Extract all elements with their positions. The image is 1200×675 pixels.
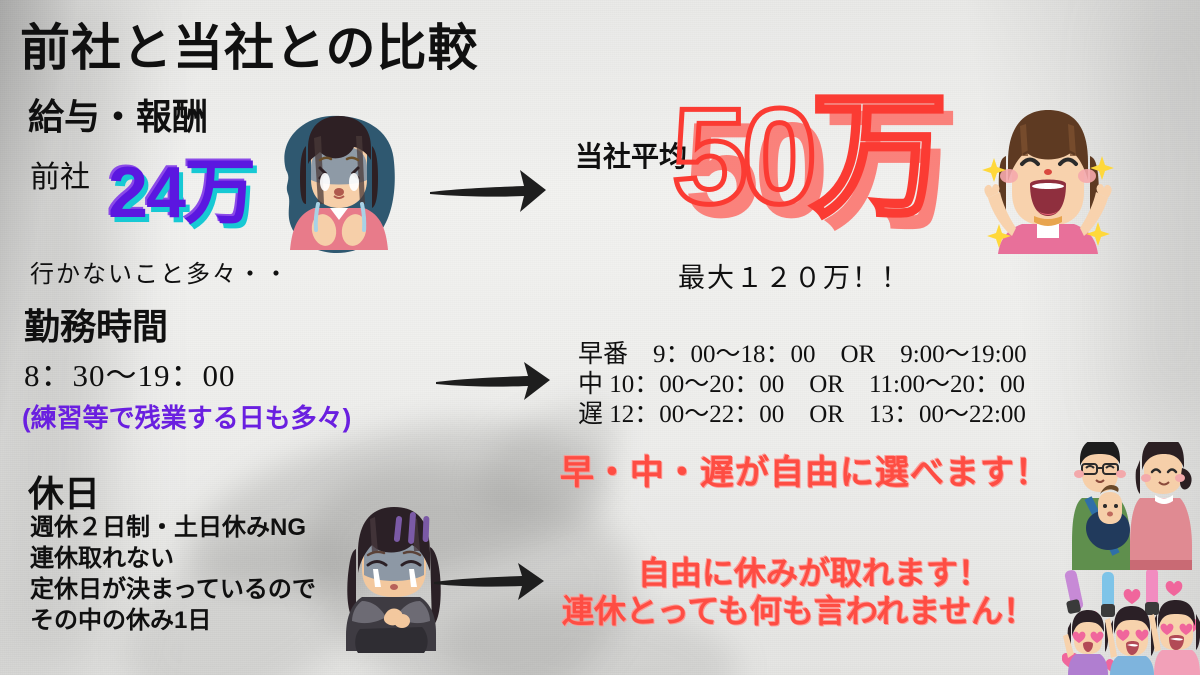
holiday-line-2: 連休取れない — [30, 545, 174, 572]
hours-old-note: (練習等で残業する日も多々) — [22, 403, 352, 433]
holiday-promo-line-2: 連休とっても何も言われません！ — [562, 593, 1036, 629]
cheering-woman-illustration — [982, 106, 1114, 254]
hours-old-value: 8：30〜19：00 — [24, 358, 236, 393]
holiday-promo-line-1: 自由に休みが取れます！ — [638, 555, 991, 591]
holiday-arrow-icon — [430, 556, 546, 607]
gloom-lines-icon — [392, 512, 438, 559]
shift-row-1: 早番 9：00〜18：00 OR 9:00〜19:00 — [578, 341, 1027, 368]
hours-arrow-icon — [432, 356, 552, 407]
holiday-line-3: 定休日が決まっているので — [30, 576, 316, 603]
pay-old-amount: 24万 — [108, 153, 256, 233]
hours-promo-text: 早・中・遅が自由に選べます！ — [560, 454, 1050, 492]
holiday-line-1: 週休２日制・土日休みNG — [30, 514, 306, 541]
holiday-old-list: 週休２日制・土日休みNG 連休取れない 定休日が決まっているので その中の休み1… — [30, 512, 316, 636]
section-heading-hours: 勤務時間 — [24, 306, 169, 347]
pay-new-label: 当社平均 — [575, 141, 688, 172]
pay-old-note: 行かないこと多々・・ — [30, 262, 290, 288]
holiday-line-4: その中の休み1日 — [30, 607, 212, 634]
shift-row-3: 遅 12：00〜22：00 OR 13：00〜22:00 — [578, 401, 1026, 428]
pay-old-label: 前社 — [30, 161, 90, 194]
page-title: 前社と当社との比較 — [20, 20, 479, 76]
shift-row-2: 中 10：00〜20：00 OR 11:00〜20：00 — [578, 371, 1025, 398]
depressed-person-illustration — [340, 505, 448, 657]
pay-new-note: 最大１２０万！！ — [678, 263, 910, 293]
crying-woman-illustration — [268, 108, 408, 254]
pay-arrow-icon — [424, 162, 548, 223]
hours-shift-list: 早番 9：00〜18：00 OR 9:00〜19:00 中 10：00〜20：0… — [578, 340, 1027, 430]
pay-new-amount: 50万 — [669, 80, 949, 232]
cheering-fans-illustration — [1061, 568, 1200, 675]
family-with-baby-illustration — [1070, 436, 1196, 572]
section-heading-pay: 給与・報酬 — [28, 96, 209, 137]
section-heading-holiday: 休日 — [28, 473, 101, 514]
